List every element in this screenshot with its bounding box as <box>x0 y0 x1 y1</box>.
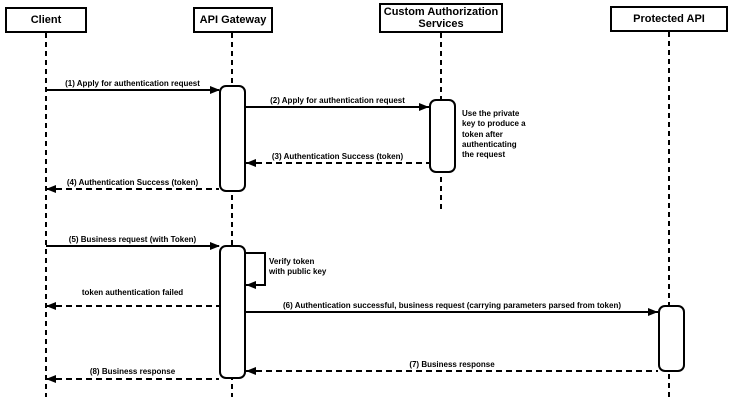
activation-protected-api <box>658 305 685 372</box>
message-label-4: (4) Authentication Success (token) <box>66 178 199 187</box>
message-line-5 <box>46 245 219 247</box>
self-message-line-right <box>264 252 266 286</box>
activation-api-gateway-auth <box>219 85 246 192</box>
participant-box-custom-authorization-services: Custom Authorization Services <box>379 3 503 33</box>
message-label-2: (2) Apply for authentication request <box>270 96 405 105</box>
arrowhead-left-icon <box>46 185 56 193</box>
arrowhead-right-icon <box>648 308 658 316</box>
participant-box-protected-api: Protected API <box>610 6 728 32</box>
arrowhead-left-icon <box>46 302 56 310</box>
message-line-token-failed <box>46 305 219 307</box>
participant-box-api-gateway: API Gateway <box>193 7 273 33</box>
note-use-private-key: Use the private key to produce a token a… <box>462 109 526 160</box>
message-label-3: (3) Authentication Success (token) <box>271 152 404 161</box>
activation-custom-authorization-services <box>429 99 456 173</box>
message-line-3 <box>246 162 429 164</box>
activation-api-gateway-business <box>219 245 246 379</box>
message-label-1: (1) Apply for authentication request <box>65 79 200 88</box>
message-line-6 <box>246 311 658 313</box>
message-label-6: (6) Authentication successful, business … <box>282 301 622 310</box>
participant-box-client: Client <box>5 7 87 33</box>
message-label-token-failed: token authentication failed <box>81 288 184 297</box>
lifeline-api-gateway <box>231 33 233 397</box>
arrowhead-left-icon <box>246 159 256 167</box>
message-label-8: (8) Business response <box>89 367 176 376</box>
arrowhead-left-icon <box>246 281 256 289</box>
arrowhead-left-icon <box>46 375 56 383</box>
lifeline-protected-api <box>668 32 670 399</box>
lifeline-client <box>45 33 47 397</box>
arrowhead-right-icon <box>419 103 429 111</box>
message-line-2 <box>246 106 429 108</box>
message-line-8 <box>46 378 219 380</box>
message-label-7: (7) Business response <box>409 360 495 369</box>
self-message-line-top <box>246 252 266 254</box>
arrowhead-left-icon <box>246 367 256 375</box>
message-line-7 <box>246 370 658 372</box>
arrowhead-right-icon <box>210 86 220 94</box>
message-label-5: (5) Business request (with Token) <box>68 235 197 244</box>
message-line-1 <box>46 89 219 91</box>
self-message-label: Verify token with public key <box>269 257 327 276</box>
message-line-4 <box>46 188 219 190</box>
self-message-line-bottom <box>246 284 266 286</box>
arrowhead-right-icon <box>210 242 220 250</box>
